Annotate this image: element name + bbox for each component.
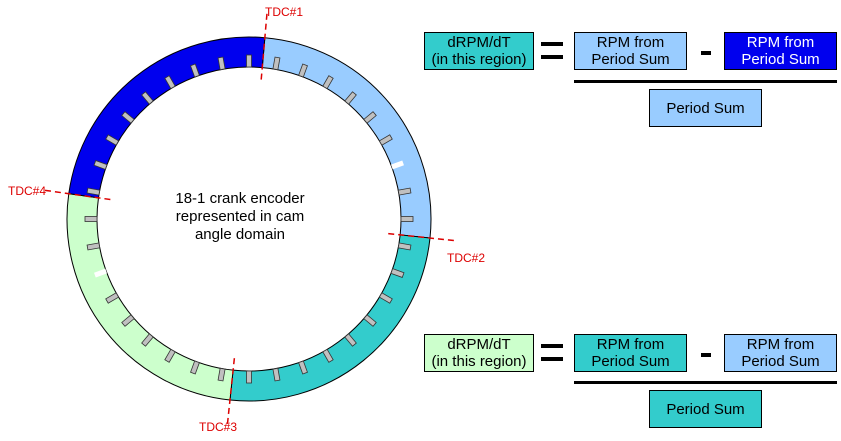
eq2-denominator-box: Period Sum (649, 390, 762, 428)
tdc2-label: TDC#2 (447, 251, 485, 265)
encoder-tooth (272, 56, 281, 71)
eq2-lhs-box: dRPM/dT (in this region) (424, 334, 534, 372)
region-tdc4-to-tdc1 (68, 36, 266, 199)
wheel-center-label: 18-1 crank encoder represented in cam an… (175, 190, 305, 243)
tdc4-label: TDC#4 (8, 184, 46, 198)
encoder-tooth (217, 367, 226, 382)
encoder-tooth (272, 367, 281, 382)
eq1-equals-bottom (541, 55, 563, 59)
encoder-tooth (121, 111, 135, 124)
encoder-tooth (378, 134, 393, 146)
encoder-tooth (397, 242, 412, 251)
encoder-tooth (105, 292, 120, 304)
eq2-equals-top (541, 344, 563, 348)
eq2-fraction-line (574, 381, 837, 384)
eq1-denominator-box: Period Sum (649, 89, 762, 127)
encoder-tooth (86, 242, 101, 251)
eq1-minus-sign (701, 51, 711, 55)
encoder-tooth (322, 75, 334, 90)
encoder-tooth (141, 333, 154, 347)
encoder-tooth (141, 91, 154, 105)
eq2-term1-box: RPM from Period Sum (574, 334, 687, 372)
encoder-tooth (217, 56, 226, 71)
eq2-minus-sign (701, 353, 711, 357)
region-tdc2-to-tdc3 (229, 234, 431, 402)
tdc3-label: TDC#3 (199, 420, 237, 434)
encoder-tooth (84, 216, 98, 222)
tdc-marker-line (388, 232, 454, 242)
eq1-term1-box: RPM from Period Sum (574, 32, 687, 70)
eq1-fraction-line (574, 80, 837, 83)
eq1-lhs-box: dRPM/dT (in this region) (424, 32, 534, 70)
eq1-equals-top (541, 42, 563, 46)
encoder-tooth (121, 314, 135, 327)
encoder-tooth (298, 63, 308, 78)
encoder-tooth (164, 348, 176, 363)
encoder-tooth (322, 348, 334, 363)
tdc-marker-line (226, 358, 236, 424)
missing-tooth (390, 160, 404, 170)
eq2-term2-box: RPM from Period Sum (724, 334, 837, 372)
encoder-tooth (190, 360, 200, 375)
eq1-term2-box: RPM from Period Sum (724, 32, 837, 70)
tdc-marker-line (44, 189, 111, 201)
encoder-tooth (246, 370, 252, 384)
encoder-tooth (164, 75, 176, 90)
encoder-tooth (298, 360, 308, 375)
tdc1-label: TDC#1 (265, 5, 303, 19)
encoder-tooth (378, 292, 393, 304)
encoder-tooth (363, 314, 377, 327)
wheel-teeth (84, 54, 414, 384)
encoder-tooth (397, 187, 412, 196)
encoder-tooth (390, 268, 405, 278)
eq2-equals-bottom (541, 357, 563, 361)
encoder-tooth (86, 187, 101, 196)
encoder-tooth (105, 134, 120, 146)
tdc-marker-line (260, 13, 268, 80)
encoder-tooth (344, 91, 357, 105)
encoder-tooth (344, 333, 357, 347)
encoder-tooth (93, 160, 108, 170)
missing-tooth (94, 268, 108, 278)
encoder-tooth (400, 216, 414, 222)
encoder-tooth (190, 63, 200, 78)
encoder-tooth (246, 54, 252, 68)
encoder-tooth (363, 111, 377, 124)
